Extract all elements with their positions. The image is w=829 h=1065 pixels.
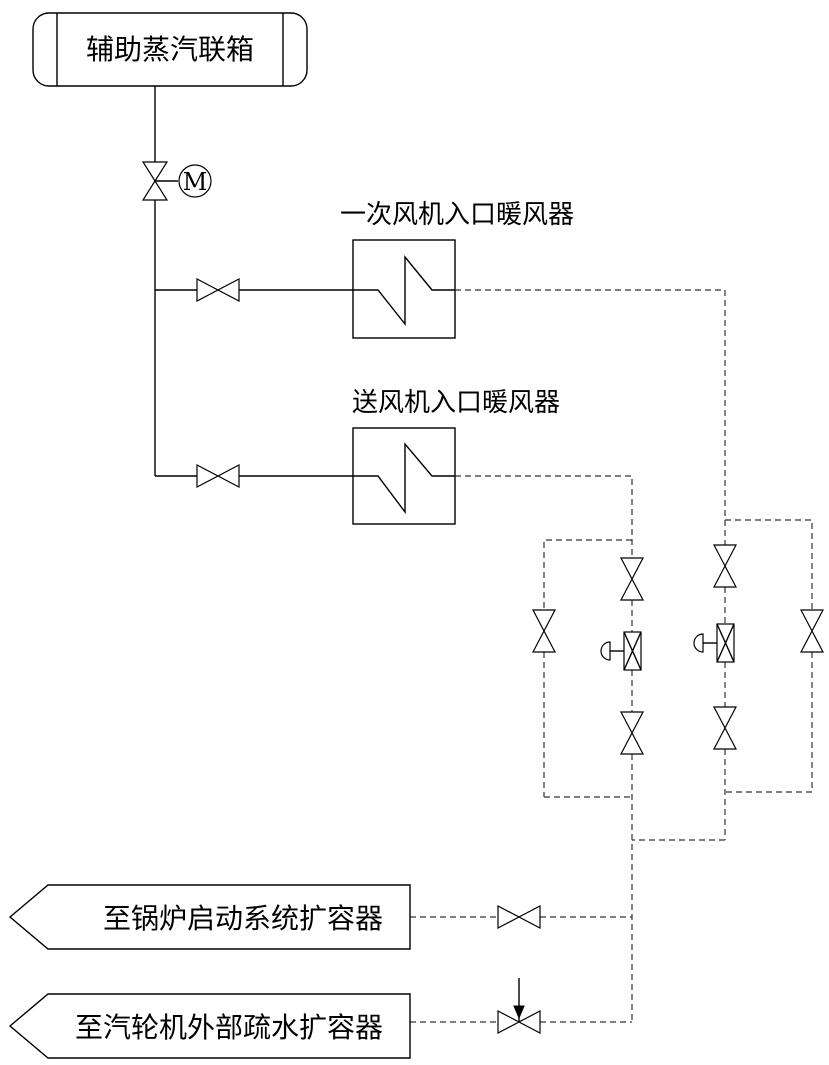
primary-air-branch-valve xyxy=(196,278,240,302)
right-trap-lower-valve xyxy=(713,706,737,750)
right-steam-trap xyxy=(693,623,735,663)
right-bypass-valve xyxy=(800,609,824,653)
forced-draft-heater: 送风机入口暖风器 xyxy=(352,388,560,525)
actuator-arrow-icon xyxy=(513,1005,525,1020)
left-bypass-valve xyxy=(532,609,556,653)
boiler-flash-tank-outlet: 至锅炉启动系统扩容器 xyxy=(8,884,411,950)
drain-lines xyxy=(410,289,813,1023)
right-trap-upper-valve xyxy=(713,544,737,588)
turbine-drain-tank-outlet: 至汽轮机外部疏水扩容器 xyxy=(8,993,411,1059)
left-trap-float-icon xyxy=(600,641,611,661)
boiler-outlet-valve xyxy=(497,905,541,929)
main-steam-line xyxy=(154,86,380,477)
motor-symbol: M xyxy=(183,168,208,196)
primary-air-heater: 一次风机入口暖风器 xyxy=(340,200,574,339)
aux-steam-header: 辅助蒸汽联箱 xyxy=(32,12,308,87)
left-trap-lower-valve xyxy=(620,711,644,755)
right-trap-float-icon xyxy=(693,633,704,653)
left-trap-upper-valve xyxy=(620,557,644,601)
forced-draft-heater-label: 送风机入口暖风器 xyxy=(352,388,560,418)
boiler-flash-tank-label: 至锅炉启动系统扩容器 xyxy=(103,902,383,935)
aux-steam-header-label: 辅助蒸汽联箱 xyxy=(86,33,254,66)
forced-draft-branch-valve xyxy=(196,464,240,488)
primary-air-heater-label: 一次风机入口暖风器 xyxy=(340,200,574,230)
motor-actuator-icon xyxy=(178,164,212,198)
left-steam-trap xyxy=(600,631,642,671)
motor-operated-valve: M xyxy=(141,161,212,201)
turbine-outlet-valve xyxy=(497,978,541,1034)
turbine-drain-tank-label: 至汽轮机外部疏水扩容器 xyxy=(75,1011,383,1044)
